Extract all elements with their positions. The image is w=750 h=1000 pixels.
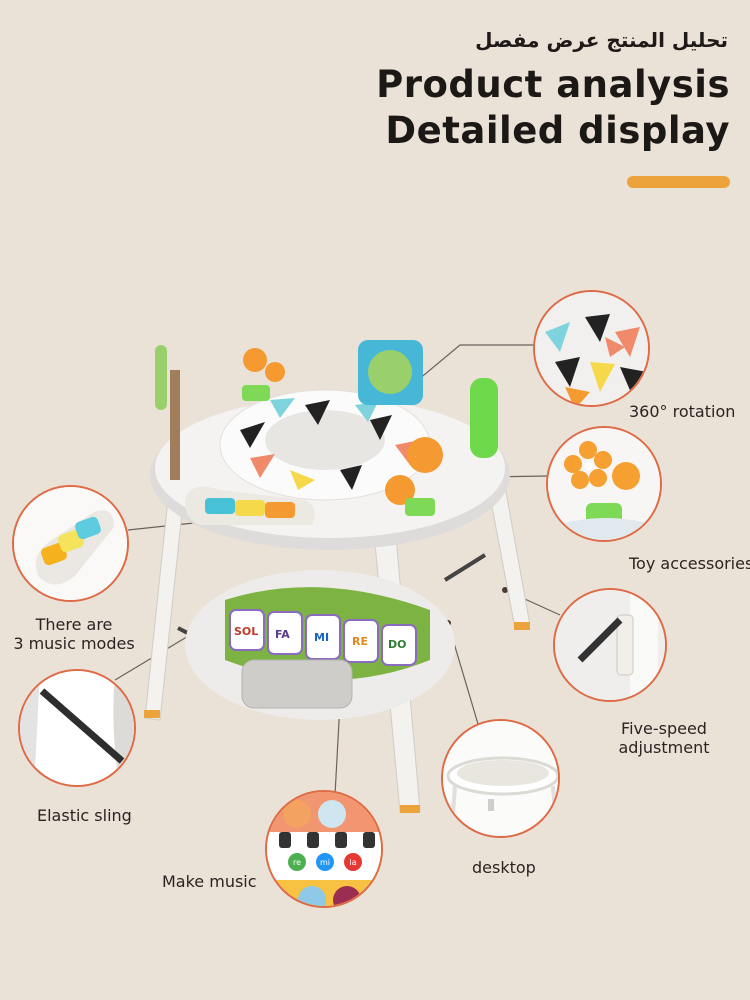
page-title: Product analysis Detailed display [376, 62, 730, 154]
mat-key-la: la [349, 858, 356, 867]
callout-toys [546, 426, 662, 542]
arabic-subtitle: تحليل المنتج عرض مفصل [475, 28, 728, 52]
title-line-1: Product analysis [376, 63, 730, 106]
label-adjustment-line-2: adjustment [618, 738, 710, 757]
activity-table-illustration: SOL FA MI RE DO [144, 340, 530, 813]
seat-fabric-icon [535, 292, 648, 405]
table-top-icon [443, 721, 558, 836]
piano-key-fa: FA [275, 628, 290, 641]
label-sling: Elastic sling [37, 806, 132, 825]
label-toys: Toy accessories [629, 554, 750, 573]
label-adjustment: Five-speed adjustment [612, 719, 716, 757]
mat-key-mi: mi [320, 858, 330, 867]
callout-desktop [441, 719, 560, 838]
callout-music-modes [12, 485, 129, 602]
callout-adjustment [553, 588, 667, 702]
title-line-2: Detailed display [385, 109, 730, 152]
mat-key-re: re [293, 858, 301, 867]
label-music-modes-line-1: There are [35, 615, 113, 634]
callout-rotation [533, 290, 650, 407]
label-music-modes-line-2: 3 music modes [13, 634, 135, 653]
piano-mat-icon: re mi la [267, 792, 381, 906]
music-buttons-icon [14, 487, 127, 600]
piano-key-sol: SOL [234, 625, 258, 638]
piano-key-mi: MI [314, 631, 329, 644]
callout-make-music: re mi la [265, 790, 383, 908]
height-adjuster-icon [555, 590, 665, 700]
callout-sling [18, 669, 136, 787]
elastic-strap-icon [20, 671, 134, 785]
accent-divider [627, 176, 730, 188]
label-adjustment-line-1: Five-speed [621, 719, 707, 738]
piano-key-do: DO [388, 638, 406, 651]
flower-toy-icon [548, 428, 660, 540]
label-rotation: 360° rotation [629, 402, 736, 421]
piano-key-re: RE [352, 635, 368, 648]
label-music-modes: There are 3 music modes [12, 615, 136, 653]
label-make-music: Make music [162, 872, 257, 891]
label-desktop: desktop [472, 858, 536, 877]
